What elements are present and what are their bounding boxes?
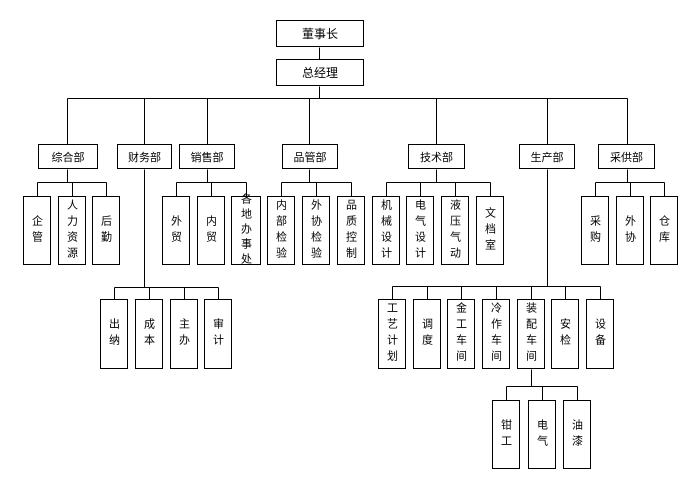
unit-box: 采购 [581, 196, 609, 265]
dept-procurement: 采供部 [598, 144, 655, 169]
unit-box: 外贸 [162, 196, 190, 265]
dept-quality: 品管部 [282, 144, 338, 169]
unit-box: 装配车间 [517, 299, 545, 369]
unit-box: 油漆 [563, 400, 591, 469]
unit-label: 调度 [420, 318, 434, 350]
unit-box: 品质控制 [337, 196, 365, 265]
unit-box: 主办 [170, 299, 198, 369]
unit-box: 各地办事处 [231, 193, 261, 268]
unit-box: 成本 [135, 299, 163, 369]
unit-label: 企管 [30, 214, 44, 247]
unit-box: 内部检验 [267, 196, 295, 265]
unit-box: 电气 [528, 400, 556, 469]
unit-label: 装配车间 [524, 302, 538, 366]
unit-label: 人力资源 [65, 198, 79, 263]
dept-general-affairs-label: 综合部 [51, 150, 85, 164]
unit-label: 出纳 [107, 318, 121, 350]
general-manager-label: 总经理 [301, 66, 338, 80]
dept-production-label: 生产部 [530, 150, 564, 164]
unit-label: 后勤 [99, 214, 113, 247]
unit-label: 电气 [535, 418, 549, 451]
unit-box: 内贸 [197, 196, 225, 265]
general-manager-box: 总经理 [276, 59, 364, 86]
unit-box: 后勤 [92, 196, 120, 265]
unit-label: 主办 [177, 318, 191, 350]
unit-label: 机械设计 [379, 198, 393, 263]
unit-label: 设备 [593, 318, 607, 350]
unit-label: 品质控制 [344, 198, 358, 263]
dept-procurement-label: 采供部 [610, 150, 643, 164]
unit-box: 出纳 [100, 299, 128, 369]
unit-box: 液压气动 [441, 196, 469, 265]
unit-box: 人力资源 [58, 196, 86, 265]
dept-technology-label: 技术部 [420, 150, 453, 164]
unit-label: 仓库 [657, 214, 671, 247]
dept-sales: 销售部 [179, 144, 235, 169]
unit-label: 内部检验 [274, 198, 288, 263]
unit-label: 安检 [558, 318, 572, 350]
dept-sales-label: 销售部 [190, 150, 224, 164]
unit-label: 各地办事处 [239, 193, 253, 268]
unit-box: 文档室 [476, 196, 504, 265]
unit-box: 工艺计划 [378, 299, 406, 369]
unit-label: 外协检验 [309, 198, 323, 263]
unit-label: 液压气动 [448, 198, 462, 263]
unit-label: 文档室 [483, 206, 497, 255]
unit-box: 调度 [413, 299, 441, 369]
unit-box: 设备 [586, 299, 614, 369]
unit-box: 安检 [551, 299, 579, 369]
dept-production: 生产部 [519, 144, 575, 169]
dept-general-affairs: 综合部 [38, 144, 98, 169]
unit-label: 电气设计 [413, 198, 427, 263]
unit-box: 仓库 [650, 196, 678, 265]
chairman-box: 董事长 [276, 20, 364, 47]
unit-box: 外协 [616, 196, 644, 265]
unit-box: 外协检验 [302, 196, 330, 265]
unit-label: 内贸 [204, 214, 218, 247]
unit-box: 钳工 [492, 400, 520, 469]
unit-box: 审计 [204, 299, 232, 369]
unit-box: 冷作车间 [482, 299, 510, 369]
unit-box: 金工车间 [447, 299, 475, 369]
dept-finance-label: 财务部 [128, 150, 161, 164]
unit-box: 机械设计 [372, 196, 400, 265]
dept-finance: 财务部 [117, 144, 172, 169]
unit-label: 金工车间 [454, 302, 468, 366]
unit-label: 外贸 [169, 214, 183, 247]
unit-label: 采购 [588, 214, 602, 247]
unit-label: 外协 [623, 214, 637, 247]
unit-label: 冷作车间 [489, 302, 503, 366]
unit-label: 审计 [211, 318, 225, 350]
unit-label: 工艺计划 [385, 302, 399, 366]
unit-label: 成本 [142, 318, 156, 350]
unit-box: 电气设计 [406, 196, 434, 265]
unit-box: 企管 [23, 196, 51, 265]
chairman-label: 董事长 [301, 27, 338, 41]
dept-quality-label: 品管部 [293, 150, 327, 164]
unit-label: 钳工 [499, 418, 513, 451]
unit-label: 油漆 [570, 418, 584, 451]
dept-technology: 技术部 [408, 144, 465, 169]
